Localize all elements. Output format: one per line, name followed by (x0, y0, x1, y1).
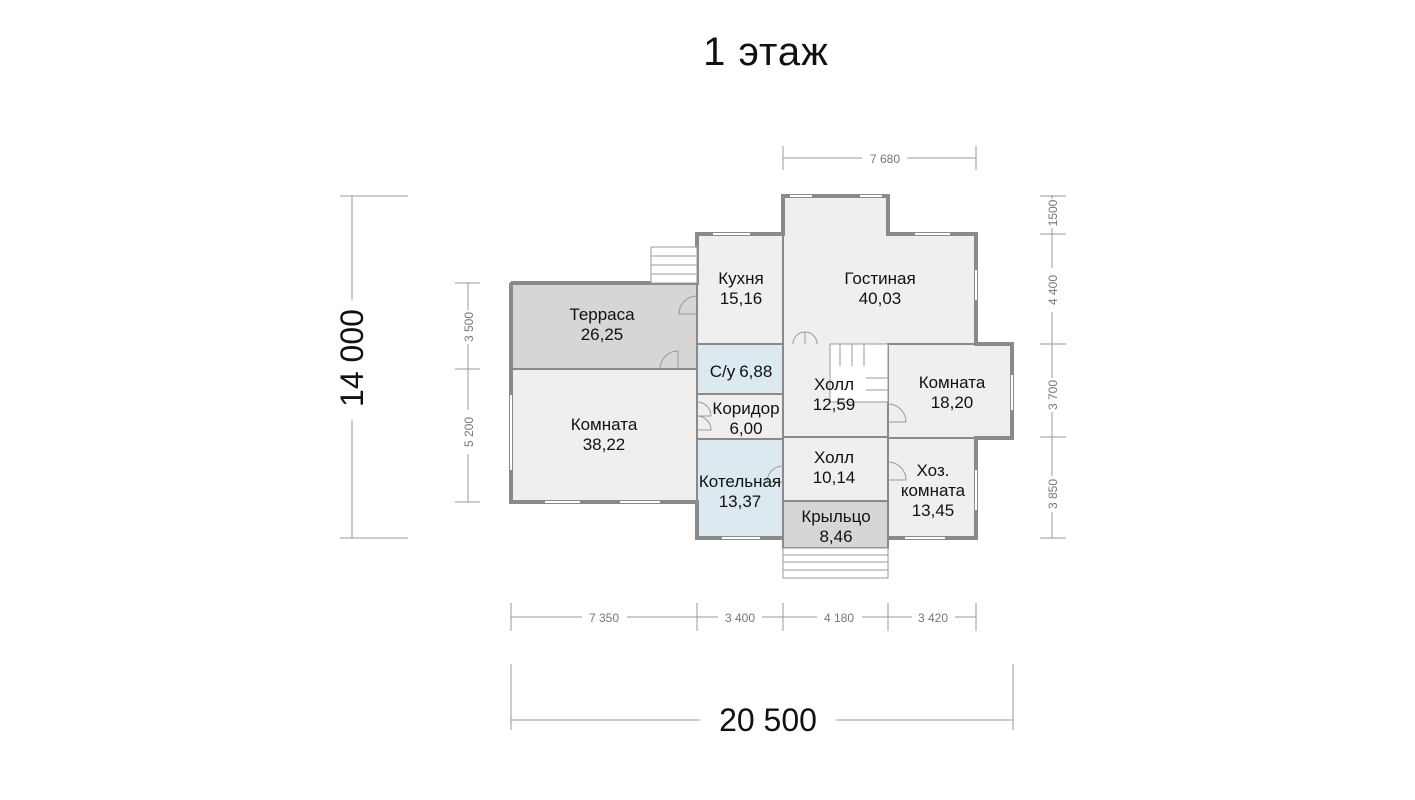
dim-right-0: 1500 (1046, 199, 1060, 226)
stairs (650, 246, 889, 579)
bathroom-fill (696, 343, 784, 395)
hall2-fill (782, 436, 889, 502)
porch-steps (782, 547, 889, 579)
dim-left-0: 3 500 (462, 312, 476, 342)
floor-title: 1 этаж (703, 30, 829, 74)
room-area: 15,16 (720, 289, 763, 308)
room-name: Хоз. (917, 461, 950, 480)
utility-fill (887, 437, 977, 539)
room-area: 12,59 (813, 395, 856, 414)
room-name: Комната (571, 415, 638, 434)
dimension-lines (340, 146, 1066, 730)
dim-bottom-0: 7 350 (589, 611, 619, 625)
room-name: Кухня (718, 269, 764, 288)
dim-bottom-1: 3 400 (725, 611, 755, 625)
dim-bottom-3: 3 420 (918, 611, 948, 625)
dim-top: 7 680 (870, 152, 900, 166)
room-area: 13,37 (719, 492, 762, 511)
room-area: 8,46 (819, 527, 852, 546)
room-name: Холл (814, 375, 854, 394)
room-area: 13,45 (912, 501, 955, 520)
dim-right-2: 3 700 (1046, 380, 1060, 410)
dimension-labels: 7 680 1500 4 400 3 700 3 850 3 500 5 200… (334, 152, 1060, 738)
dim-bottom-2: 4 180 (824, 611, 854, 625)
room-name: Терраса (569, 305, 635, 324)
room-name: Котельная (699, 472, 781, 491)
room-name-2: комната (901, 481, 966, 500)
room-area: 40,03 (859, 289, 902, 308)
dim-total-height: 14 000 (334, 309, 370, 407)
room-area: 26,25 (581, 325, 624, 344)
room-name: Холл (814, 448, 854, 467)
doors (659, 295, 907, 483)
dim-right-3: 3 850 (1046, 479, 1060, 509)
room-area: 10,14 (813, 468, 856, 487)
room-name: Гостиная (844, 269, 915, 288)
dim-left-1: 5 200 (462, 417, 476, 447)
dim-right-1: 4 400 (1046, 275, 1060, 305)
dim-total-width: 20 500 (719, 702, 817, 738)
room-area: 38,22 (583, 435, 626, 454)
room-name: С/у (710, 362, 736, 381)
room-area: 6,88 (739, 362, 772, 381)
room-name: Коридор (712, 399, 779, 418)
room-area: 18,20 (931, 393, 974, 412)
room-name: Крыльцо (801, 507, 870, 526)
windows (510, 195, 1013, 539)
room-area: 6,00 (729, 419, 762, 438)
kitchen-fill (696, 233, 784, 345)
room-name: Комната (919, 373, 986, 392)
